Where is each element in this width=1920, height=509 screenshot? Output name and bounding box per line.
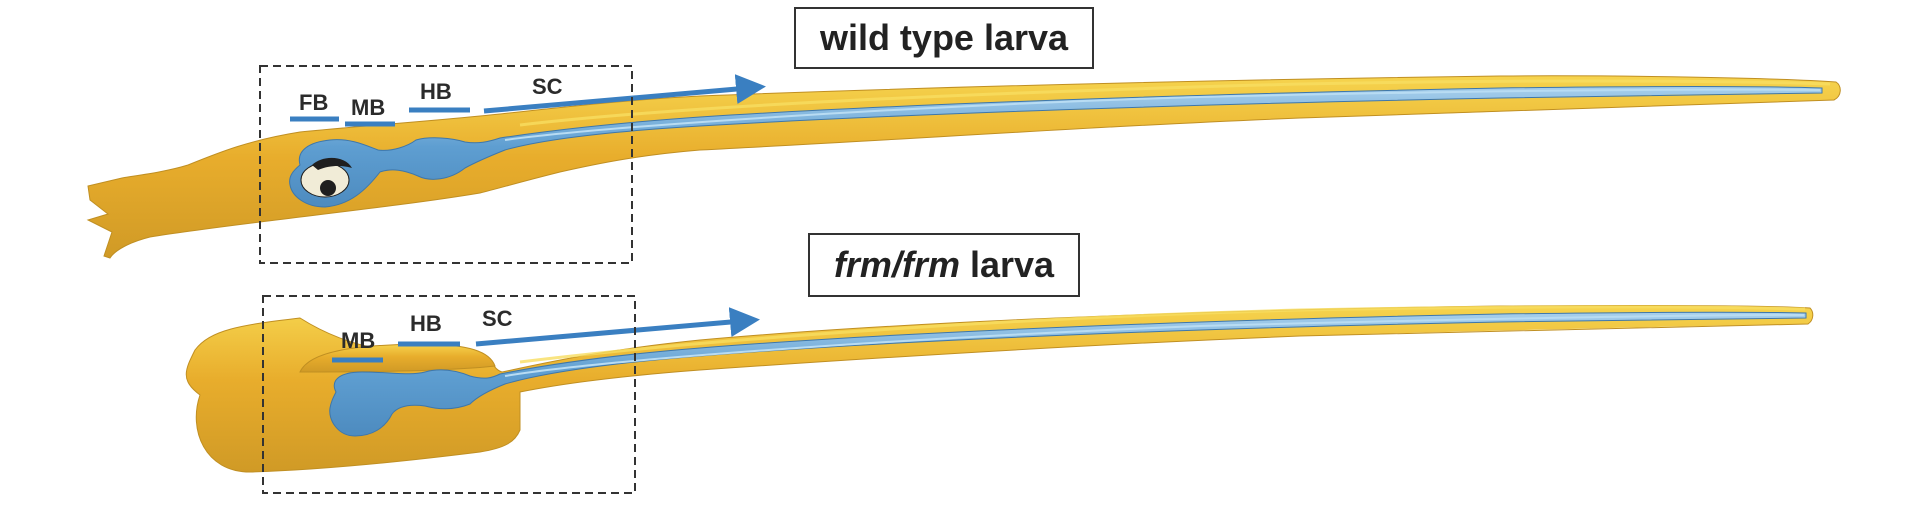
label-sc-mut: SC — [482, 306, 513, 331]
mutant-neural-tube — [329, 311, 1807, 437]
wild-type-neural-tube — [289, 86, 1823, 208]
label-mb-mut: MB — [341, 328, 376, 353]
label-fb-wt: FB — [299, 90, 329, 115]
wild-type-title-text: wild type larva — [819, 17, 1069, 58]
sc-arrow-wt — [483, 74, 766, 114]
wild-type-tail-highlight — [519, 79, 1831, 127]
mutant-title: frm/frm larva — [808, 233, 1080, 297]
mutant-title-text: larva — [959, 244, 1055, 285]
mutant-head-box — [262, 295, 636, 494]
sc-arrow-mut — [475, 307, 760, 347]
wild-type-eye — [300, 157, 352, 198]
mutant-neural-highlight — [504, 314, 1805, 377]
mutant-larva — [185, 295, 1814, 494]
wild-type-head-box — [259, 65, 633, 264]
label-mb-wt: MB — [351, 95, 386, 120]
wild-type-larva — [86, 65, 1841, 264]
mutant-tail-highlight — [519, 305, 1806, 364]
wild-type-neural-highlight — [504, 88, 1821, 141]
wild-type-title: wild type larva — [794, 7, 1094, 69]
mutant-head-dome — [299, 343, 496, 373]
label-hb-wt: HB — [420, 79, 452, 104]
label-sc-wt: SC — [532, 74, 563, 99]
wild-type-body — [86, 75, 1841, 259]
label-hb-mut: HB — [410, 311, 442, 336]
mutant-title-italic: frm/frm — [833, 244, 960, 285]
